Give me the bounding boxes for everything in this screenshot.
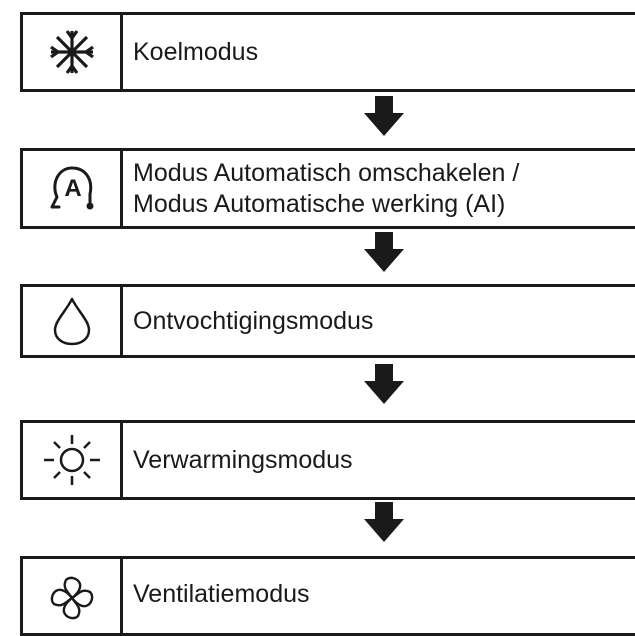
- fan-icon: [50, 576, 93, 620]
- sun-icon: [43, 435, 100, 485]
- mode-box-fan: Ventilatiemodus: [20, 556, 635, 636]
- down-arrow-icon: [364, 502, 404, 542]
- mode-label-cell: Koelmodus: [123, 15, 635, 89]
- water-drop-icon: [53, 297, 90, 346]
- down-arrow-icon: [364, 364, 404, 404]
- mode-label: Verwarmingsmodus: [133, 445, 353, 474]
- icon-cell: A: [23, 151, 123, 226]
- icon-cell: [23, 559, 123, 633]
- mode-box-auto: A Modus Automatisch omschakelen / Modus …: [20, 148, 635, 229]
- mode-label-cell: Modus Automatisch omschakelen / Modus Au…: [123, 151, 635, 226]
- icon-cell: [23, 423, 123, 497]
- mode-box-cool: Koelmodus: [20, 12, 635, 92]
- mode-label-line2: Modus Automatische werking (AI): [133, 189, 506, 218]
- mode-label: Ontvochtigingsmodus: [133, 306, 374, 335]
- mode-label-cell: Ventilatiemodus: [123, 559, 635, 633]
- icon-cell: [23, 287, 123, 355]
- mode-box-heat: Verwarmingsmodus: [20, 420, 635, 500]
- mode-label-line1: Modus Automatisch omschakelen /: [133, 158, 520, 187]
- down-arrow-icon: [364, 96, 404, 136]
- auto-mode-icon: A: [50, 166, 93, 209]
- down-arrow-icon: [364, 232, 404, 272]
- snowflake-icon: [49, 30, 94, 74]
- mode-box-dry: Ontvochtigingsmodus: [20, 284, 635, 358]
- icon-cell: [23, 15, 123, 89]
- mode-label-cell: Verwarmingsmodus: [123, 423, 635, 497]
- auto-mode-letter: A: [64, 175, 81, 202]
- mode-label: Koelmodus: [133, 37, 259, 66]
- mode-label: Ventilatiemodus: [133, 580, 310, 608]
- mode-label-cell: Ontvochtigingsmodus: [123, 287, 635, 355]
